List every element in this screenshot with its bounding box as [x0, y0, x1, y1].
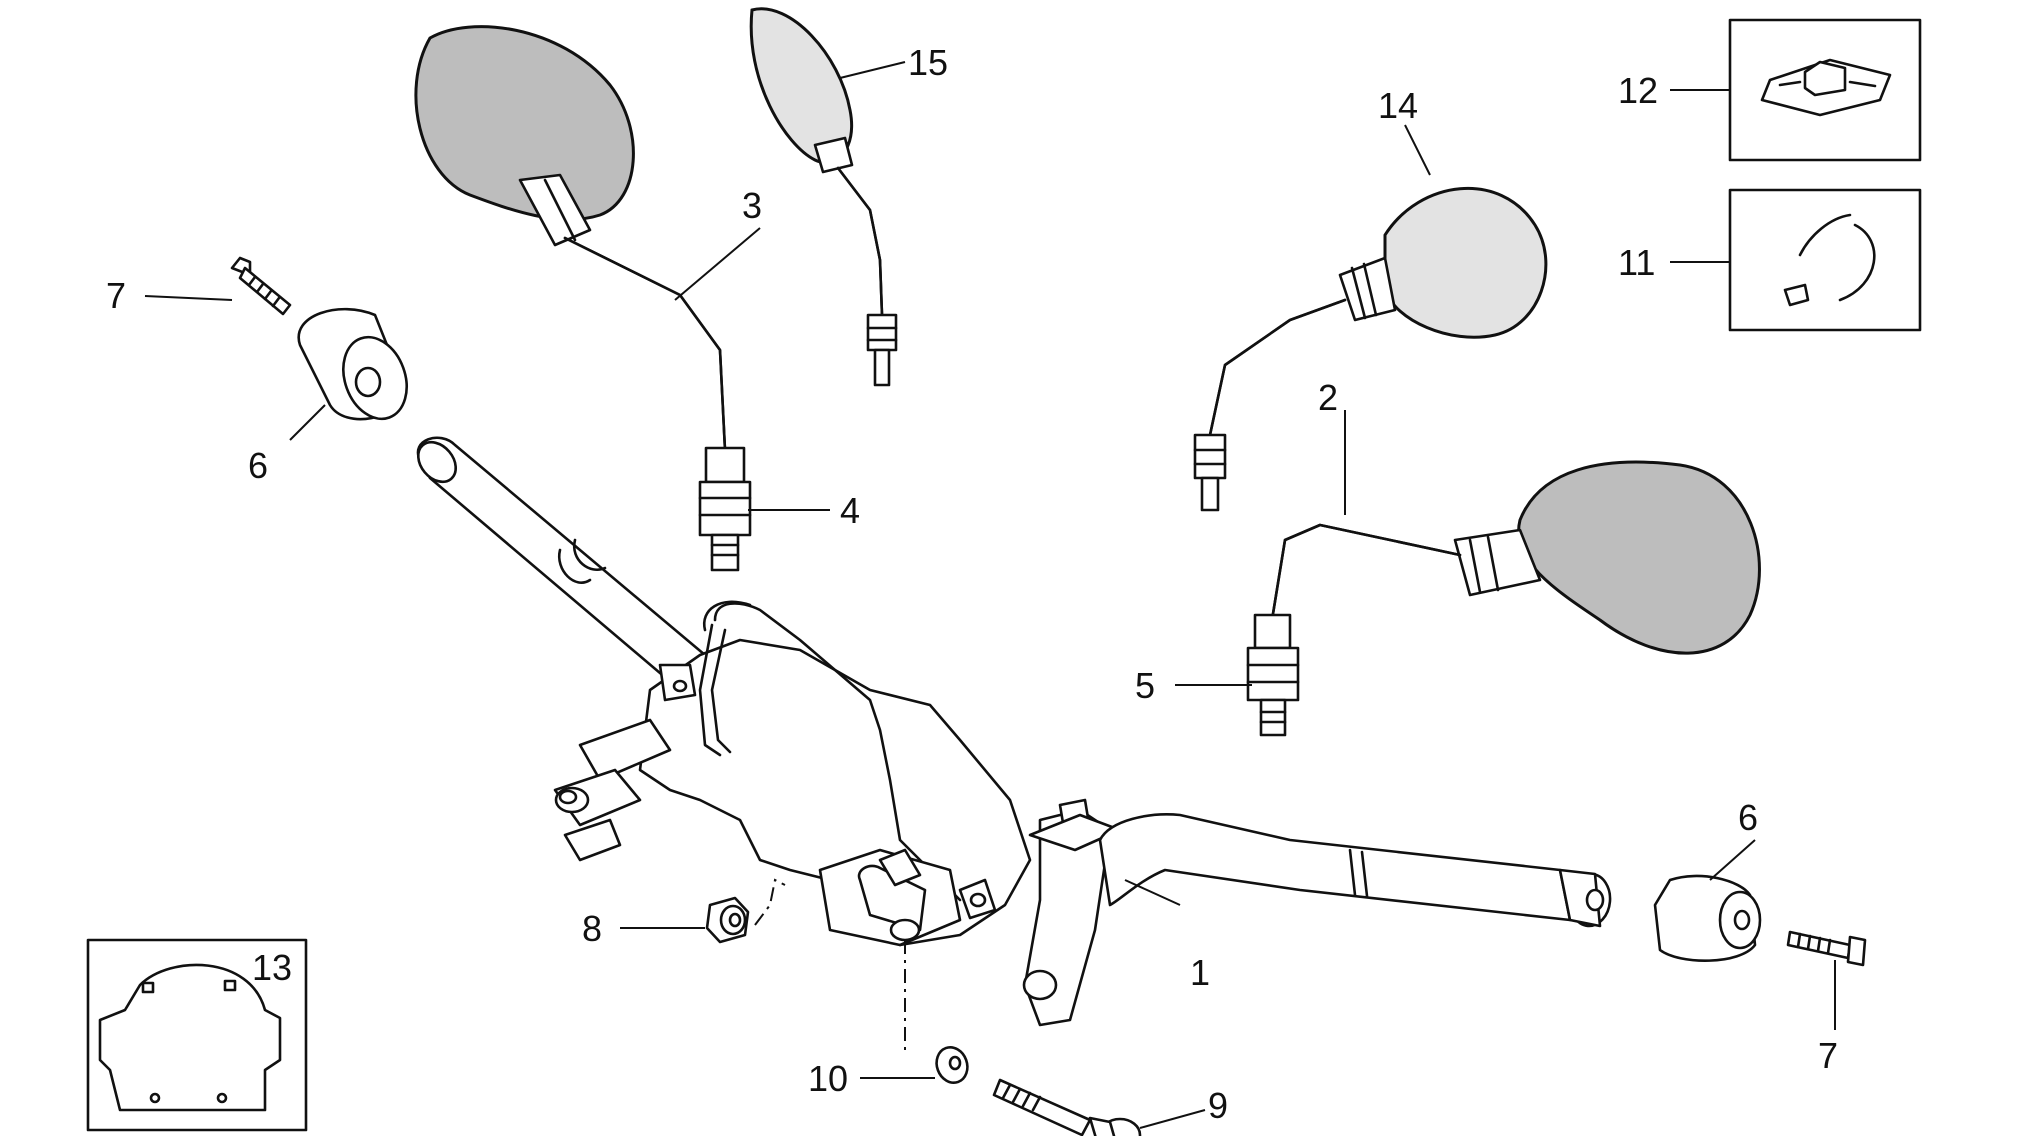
- callout-8: 8: [582, 908, 602, 949]
- part-11-box: [1728, 188, 1922, 332]
- callout-7-left: 7: [106, 275, 126, 316]
- callout-3: 3: [742, 185, 762, 226]
- small-right-mirror-part-14: [1193, 186, 1548, 512]
- callout-14: 14: [1378, 85, 1418, 126]
- screw-right-part-7: [1786, 930, 1867, 967]
- callout-4: 4: [840, 490, 860, 531]
- callout-6-right: 6: [1738, 797, 1758, 838]
- handlebar-part-1: [416, 436, 1612, 1027]
- callout-11: 11: [1618, 242, 1655, 283]
- washer-part-10: [904, 940, 969, 1084]
- callout-7-right: 7: [1818, 1035, 1838, 1076]
- screw-left-part-7: [230, 256, 292, 316]
- nut-part-8: [705, 878, 786, 944]
- callout-9: 9: [1208, 1085, 1228, 1126]
- callout-12: 12: [1618, 70, 1658, 111]
- bar-end-weight-right-part-6: [1653, 874, 1762, 962]
- bar-end-weight-left-part-6: [297, 307, 408, 421]
- callout-5: 5: [1135, 665, 1155, 706]
- callout-6-left: 6: [248, 445, 268, 486]
- bolt-part-9: [992, 1078, 1142, 1136]
- small-left-mirror-part-15: [749, 7, 898, 387]
- left-mirror-part-3: [414, 25, 752, 572]
- leader-lines: [144, 61, 1836, 1129]
- right-mirror-part-2: [1246, 460, 1761, 737]
- callout-2: 2: [1318, 377, 1338, 418]
- callout-15: 15: [908, 42, 948, 83]
- callout-10: 10: [808, 1058, 848, 1099]
- part-13-box: [86, 938, 308, 1132]
- callout-1: 1: [1190, 952, 1210, 993]
- part-12-box: [1728, 18, 1922, 162]
- callout-13: 13: [252, 947, 292, 988]
